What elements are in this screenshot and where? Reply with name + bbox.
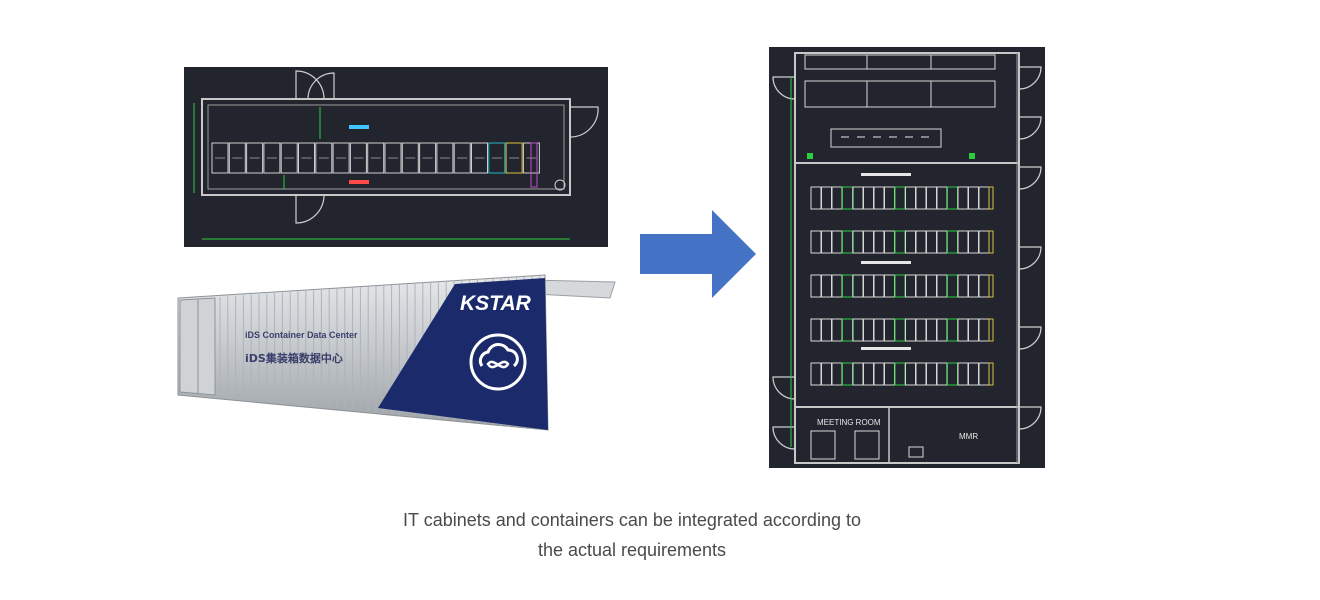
brand-logo: KSTAR [460, 292, 532, 315]
container-data-center-illustration: KSTAR iDS Container Data Center iDS集装箱数据… [170, 270, 630, 440]
container-label-cn: iDS集装箱数据中心 [245, 351, 343, 365]
caption-line-1: IT cabinets and containers can be integr… [403, 510, 861, 530]
caption-line-2: the actual requirements [537, 540, 727, 560]
caption: IT cabinets and containers can be integr… [340, 505, 924, 565]
cloud-infinity-icon [469, 333, 527, 391]
right-arrow-icon [638, 208, 758, 300]
integrated-floor-plan: MEETING ROOM MMR [769, 47, 1045, 468]
meeting-room-label: MEETING ROOM [817, 418, 881, 427]
mmr-room-label: MMR [959, 432, 978, 441]
container-label-en: iDS Container Data Center [245, 330, 358, 340]
container-floor-plan [184, 67, 608, 247]
